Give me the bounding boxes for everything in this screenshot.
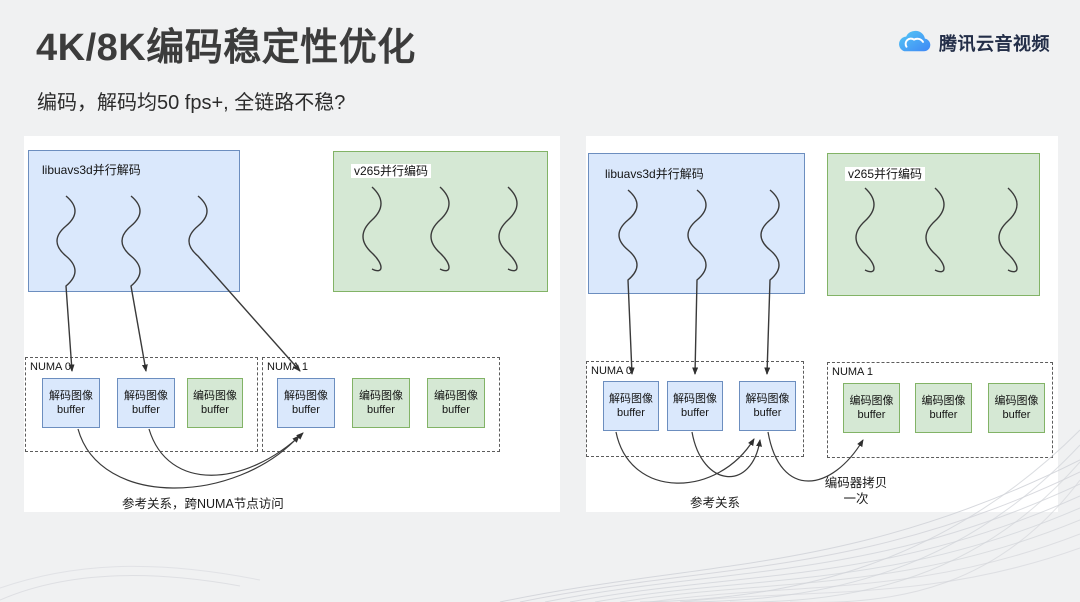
buffer-label-cn: 解码图像 (284, 389, 328, 402)
page-title: 4K/8K编码稳定性优化 (36, 27, 416, 69)
buffer-label-en: buffer (201, 404, 229, 416)
buffer-box: 解码图像 buffer (277, 378, 335, 428)
brand-logo: 腾讯云音视频 (896, 30, 1050, 56)
brand-name: 腾讯云音视频 (939, 34, 1050, 54)
left-numa1-label: NUMA 1 (267, 361, 308, 373)
left-decoder-container: libuavs3d并行解码 (28, 150, 240, 292)
buffer-label-cn: 解码图像 (49, 389, 93, 402)
right-encoder-container: v265并行编码 (827, 153, 1040, 296)
buffer-box: 解码图像 buffer (42, 378, 100, 428)
buffer-label-cn: 编码图像 (921, 394, 966, 407)
buffer-label-en: buffer (132, 404, 160, 416)
buffer-box: 解码图像 buffer (117, 378, 175, 428)
right-diagram-caption: 参考关系 (690, 496, 741, 510)
buffer-label-en: buffer (292, 404, 320, 416)
buffer-label-cn: 编码图像 (359, 389, 403, 402)
buffer-label-cn: 解码图像 (609, 392, 653, 405)
buffer-label-cn: 编码图像 (193, 389, 237, 402)
buffer-box: 编码图像 buffer (843, 383, 900, 433)
buffer-box: 编码图像 buffer (187, 378, 243, 428)
buffer-label-en: buffer (857, 409, 886, 421)
left-numa0-label: NUMA 0 (30, 361, 71, 373)
left-encoder-container: v265并行编码 (333, 151, 548, 292)
buffer-box: 编码图像 buffer (988, 383, 1045, 433)
buffer-box: 编码图像 buffer (427, 378, 485, 428)
right-numa1-label: NUMA 1 (832, 366, 873, 378)
right-encoder-label: v265并行编码 (845, 165, 926, 182)
buffer-label-cn: 编码图像 (434, 389, 478, 402)
tencent-cloud-logo-icon (896, 30, 932, 56)
buffer-label-cn: 解码图像 (673, 392, 717, 405)
buffer-label-cn: 解码图像 (124, 389, 168, 402)
buffer-box: 解码图像 buffer (667, 381, 723, 431)
buffer-label-en: buffer (617, 407, 645, 419)
buffer-label-cn: 编码图像 (994, 394, 1039, 407)
buffer-label-en: buffer (1002, 409, 1031, 421)
right-decoder-container: libuavs3d并行解码 (588, 153, 805, 294)
buffer-box: 解码图像 buffer (603, 381, 659, 431)
page-subtitle: 编码，解码均50 fps+, 全链路不稳? (37, 92, 346, 114)
left-diagram-caption: 参考关系，跨NUMA节点访问 (122, 497, 284, 511)
encoder-copy-note: 编码器拷贝一次 (824, 476, 888, 506)
buffer-box: 编码图像 buffer (352, 378, 410, 428)
buffer-box: 编码图像 buffer (915, 383, 972, 433)
right-numa0-label: NUMA 0 (591, 365, 632, 377)
buffer-label-en: buffer (57, 404, 85, 416)
buffer-label-en: buffer (681, 407, 709, 419)
buffer-label-en: buffer (442, 404, 470, 416)
buffer-label-en: buffer (929, 409, 958, 421)
left-encoder-label: v265并行编码 (351, 162, 432, 179)
buffer-box: 解码图像 buffer (739, 381, 796, 431)
buffer-label-cn: 解码图像 (745, 392, 790, 405)
buffer-label-en: buffer (367, 404, 395, 416)
buffer-label-en: buffer (753, 407, 782, 419)
right-decoder-label: libuavs3d并行解码 (605, 167, 704, 181)
left-decoder-label: libuavs3d并行解码 (42, 163, 141, 177)
buffer-label-cn: 编码图像 (849, 394, 894, 407)
